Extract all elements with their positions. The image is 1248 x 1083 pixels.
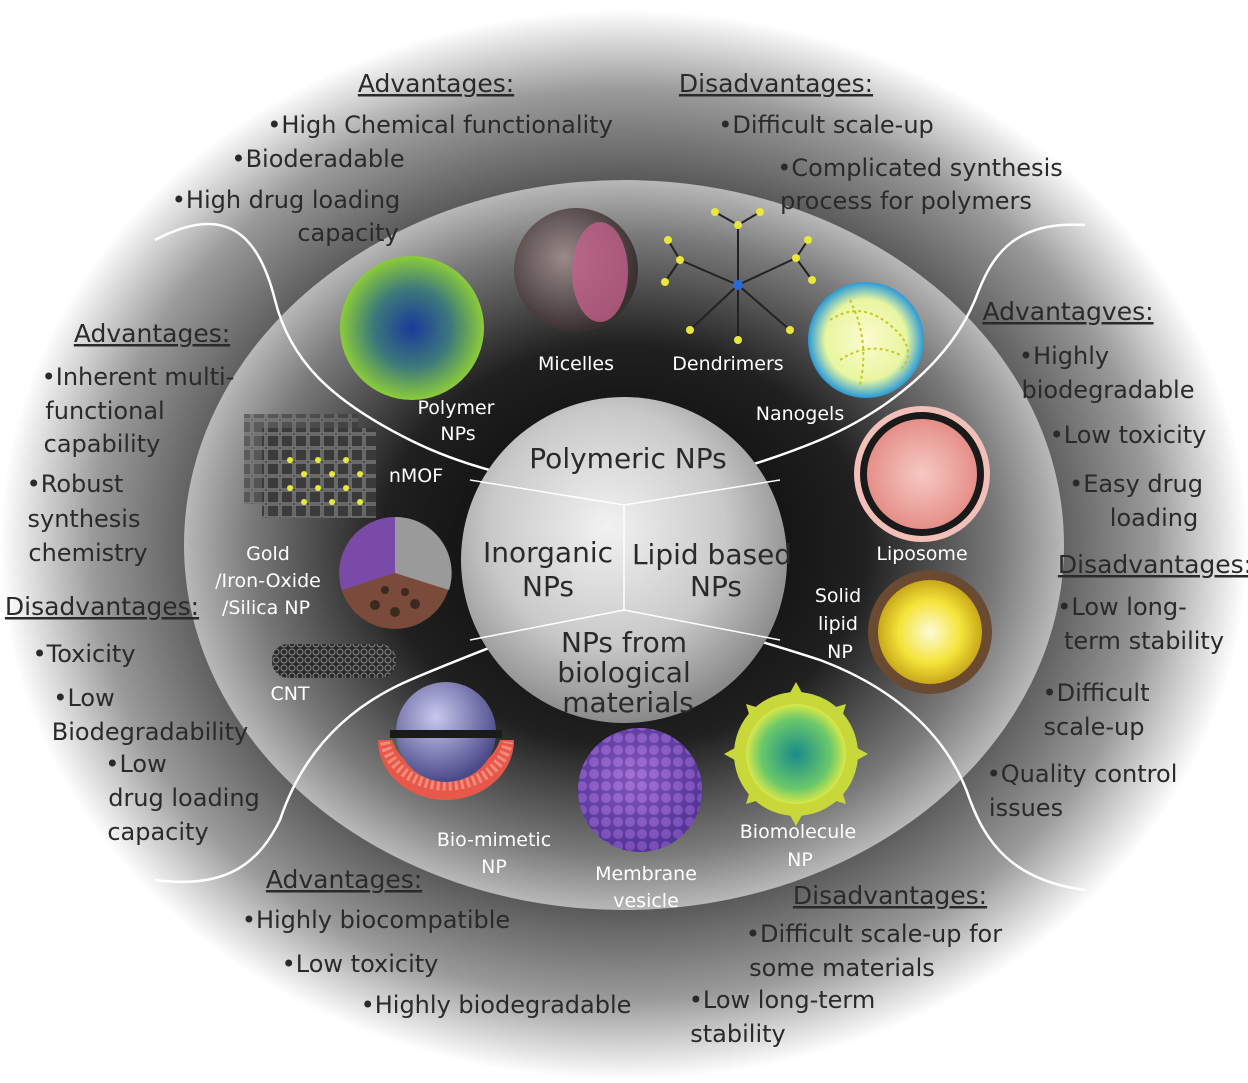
liposome-core bbox=[867, 419, 977, 529]
biomimetic-label-1: Bio-mimetic bbox=[437, 829, 551, 851]
polymer-np-label-2: NPs bbox=[440, 423, 475, 445]
polymeric-dis-heading: Disadvantages: bbox=[679, 69, 873, 98]
polymeric-adv-2: •Bioderadable bbox=[231, 145, 404, 173]
biomimetic-label-2: NP bbox=[481, 856, 507, 878]
lipid-adv-1: •Highly bbox=[1019, 342, 1109, 370]
center-divider-bottom-left bbox=[469, 609, 625, 641]
center-divider-top-right bbox=[623, 479, 781, 506]
biomolecule-label-2: NP bbox=[787, 849, 813, 871]
solid-lipid-core bbox=[878, 580, 982, 684]
biological-dis-3: •Low long-term bbox=[689, 986, 876, 1014]
micelle-core bbox=[572, 222, 628, 322]
inorganic-dis-6: capacity bbox=[107, 818, 208, 846]
cnt-label: CNT bbox=[270, 683, 309, 705]
lipid-dis-4: scale-up bbox=[1044, 713, 1145, 741]
polymeric-dis-1: •Difficult scale-up bbox=[718, 111, 934, 139]
polymeric-adv-3: •High drug loading bbox=[172, 186, 401, 214]
center-label-inorganic-1: Inorganic bbox=[483, 536, 613, 569]
inorganic-adv-heading: Advantages: bbox=[74, 319, 230, 348]
center-label-lipid-2: NPs bbox=[690, 570, 742, 603]
polymeric-adv-heading: Advantages: bbox=[358, 69, 514, 98]
inorganic-dis-4: •Low bbox=[105, 750, 166, 778]
biological-dis-4: stability bbox=[690, 1020, 785, 1048]
gold-np-particle bbox=[339, 516, 452, 629]
gold-label-1: Gold bbox=[246, 543, 290, 565]
polymeric-dis-3: process for polymers bbox=[780, 187, 1032, 215]
lipid-dis-3: •Difficult bbox=[1043, 679, 1150, 707]
biological-dis-1: •Difficult scale-up for bbox=[746, 920, 1002, 948]
liposome-label: Liposome bbox=[876, 543, 967, 565]
solid-lipid-label-3: NP bbox=[827, 641, 853, 663]
polymer-np-label-1: Polymer bbox=[418, 397, 495, 419]
center-divider-bottom-right bbox=[623, 609, 781, 641]
solid-lipid-label-2: lipid bbox=[818, 613, 858, 635]
lipid-adv-2: biodegradable bbox=[1021, 376, 1194, 404]
lipid-adv-heading: Advantagves: bbox=[982, 297, 1153, 326]
biological-adv-heading: Advantages: bbox=[266, 865, 422, 894]
gold-label-2: /Iron-Oxide bbox=[215, 570, 321, 592]
dendrimer-dots bbox=[661, 208, 816, 344]
center-label-biological-3: materials bbox=[562, 686, 693, 719]
inorganic-adv-6: chemistry bbox=[28, 539, 147, 567]
biological-adv-1: •Highly biocompatible bbox=[242, 906, 510, 934]
micelles-label: Micelles bbox=[538, 353, 614, 375]
inorganic-dis-2: •Low bbox=[53, 684, 114, 712]
nanogel-particle bbox=[808, 282, 924, 398]
inorganic-adv-1: •Inherent multi- bbox=[42, 363, 235, 391]
biological-adv-2: •Low toxicity bbox=[282, 950, 439, 978]
inorganic-dis-5: drug loading bbox=[108, 784, 260, 812]
lipid-dis-6: issues bbox=[989, 794, 1063, 822]
membrane-label-2: vesicle bbox=[613, 890, 679, 912]
lipid-dis-5: •Quality control bbox=[987, 760, 1178, 788]
membrane-label-1: Membrane bbox=[595, 863, 697, 885]
nmof-label: nMOF bbox=[389, 465, 443, 487]
inorganic-dis-3: Biodegradability bbox=[52, 718, 248, 746]
polymeric-adv-4: capacity bbox=[297, 219, 398, 247]
inorganic-dis-heading: Disadvantages: bbox=[5, 592, 199, 621]
biological-dis-2: some materials bbox=[749, 954, 935, 982]
center-label-biological-2: biological bbox=[557, 656, 690, 689]
center-divider-top-left bbox=[469, 479, 625, 506]
nanogel-network bbox=[829, 299, 909, 386]
cnt-particle bbox=[272, 644, 396, 678]
inorganic-adv-2: functional bbox=[45, 397, 164, 425]
polymeric-dis-2: •Complicated synthesis bbox=[777, 154, 1062, 182]
polymer-np-particle bbox=[340, 256, 484, 400]
biological-adv-3: •Highly biodegradable bbox=[361, 991, 632, 1019]
nanogels-label: Nanogels bbox=[756, 403, 844, 425]
inorganic-dis-1: •Toxicity bbox=[32, 640, 135, 668]
lipid-adv-3: •Low toxicity bbox=[1050, 421, 1207, 449]
inorganic-adv-5: synthesis bbox=[28, 505, 141, 533]
gold-label-3: /Silica NP bbox=[222, 597, 310, 619]
inorganic-adv-3: capability bbox=[44, 430, 161, 458]
dendrimer-core bbox=[733, 280, 743, 290]
inorganic-adv-4: •Robust bbox=[27, 470, 124, 498]
polymeric-adv-1: •High Chemical functionality bbox=[267, 111, 613, 139]
center-label-inorganic-2: NPs bbox=[522, 570, 574, 603]
biomimetic-particle bbox=[378, 682, 514, 800]
center-label-polymeric: Polymeric NPs bbox=[529, 442, 726, 475]
nmof-particle bbox=[244, 414, 376, 518]
membrane-vesicle-shade bbox=[578, 728, 702, 852]
dendrimers-label: Dendrimers bbox=[672, 353, 783, 375]
lipid-dis-heading: Disadvantages: bbox=[1058, 550, 1248, 579]
center-label-biological-1: NPs from bbox=[561, 626, 687, 659]
lipid-adv-5: loading bbox=[1110, 504, 1198, 532]
center-label-lipid-1: Lipid based bbox=[632, 538, 792, 571]
biomolecule-particle bbox=[724, 682, 868, 826]
biological-dis-heading: Disadvantages: bbox=[793, 881, 987, 910]
lipid-dis-1: •Low long- bbox=[1057, 593, 1187, 621]
biomolecule-label-1: Biomolecule bbox=[740, 821, 857, 843]
lipid-dis-2: term stability bbox=[1064, 627, 1224, 655]
lipid-adv-4: •Easy drug bbox=[1069, 470, 1203, 498]
solid-lipid-label-1: Solid bbox=[815, 585, 861, 607]
